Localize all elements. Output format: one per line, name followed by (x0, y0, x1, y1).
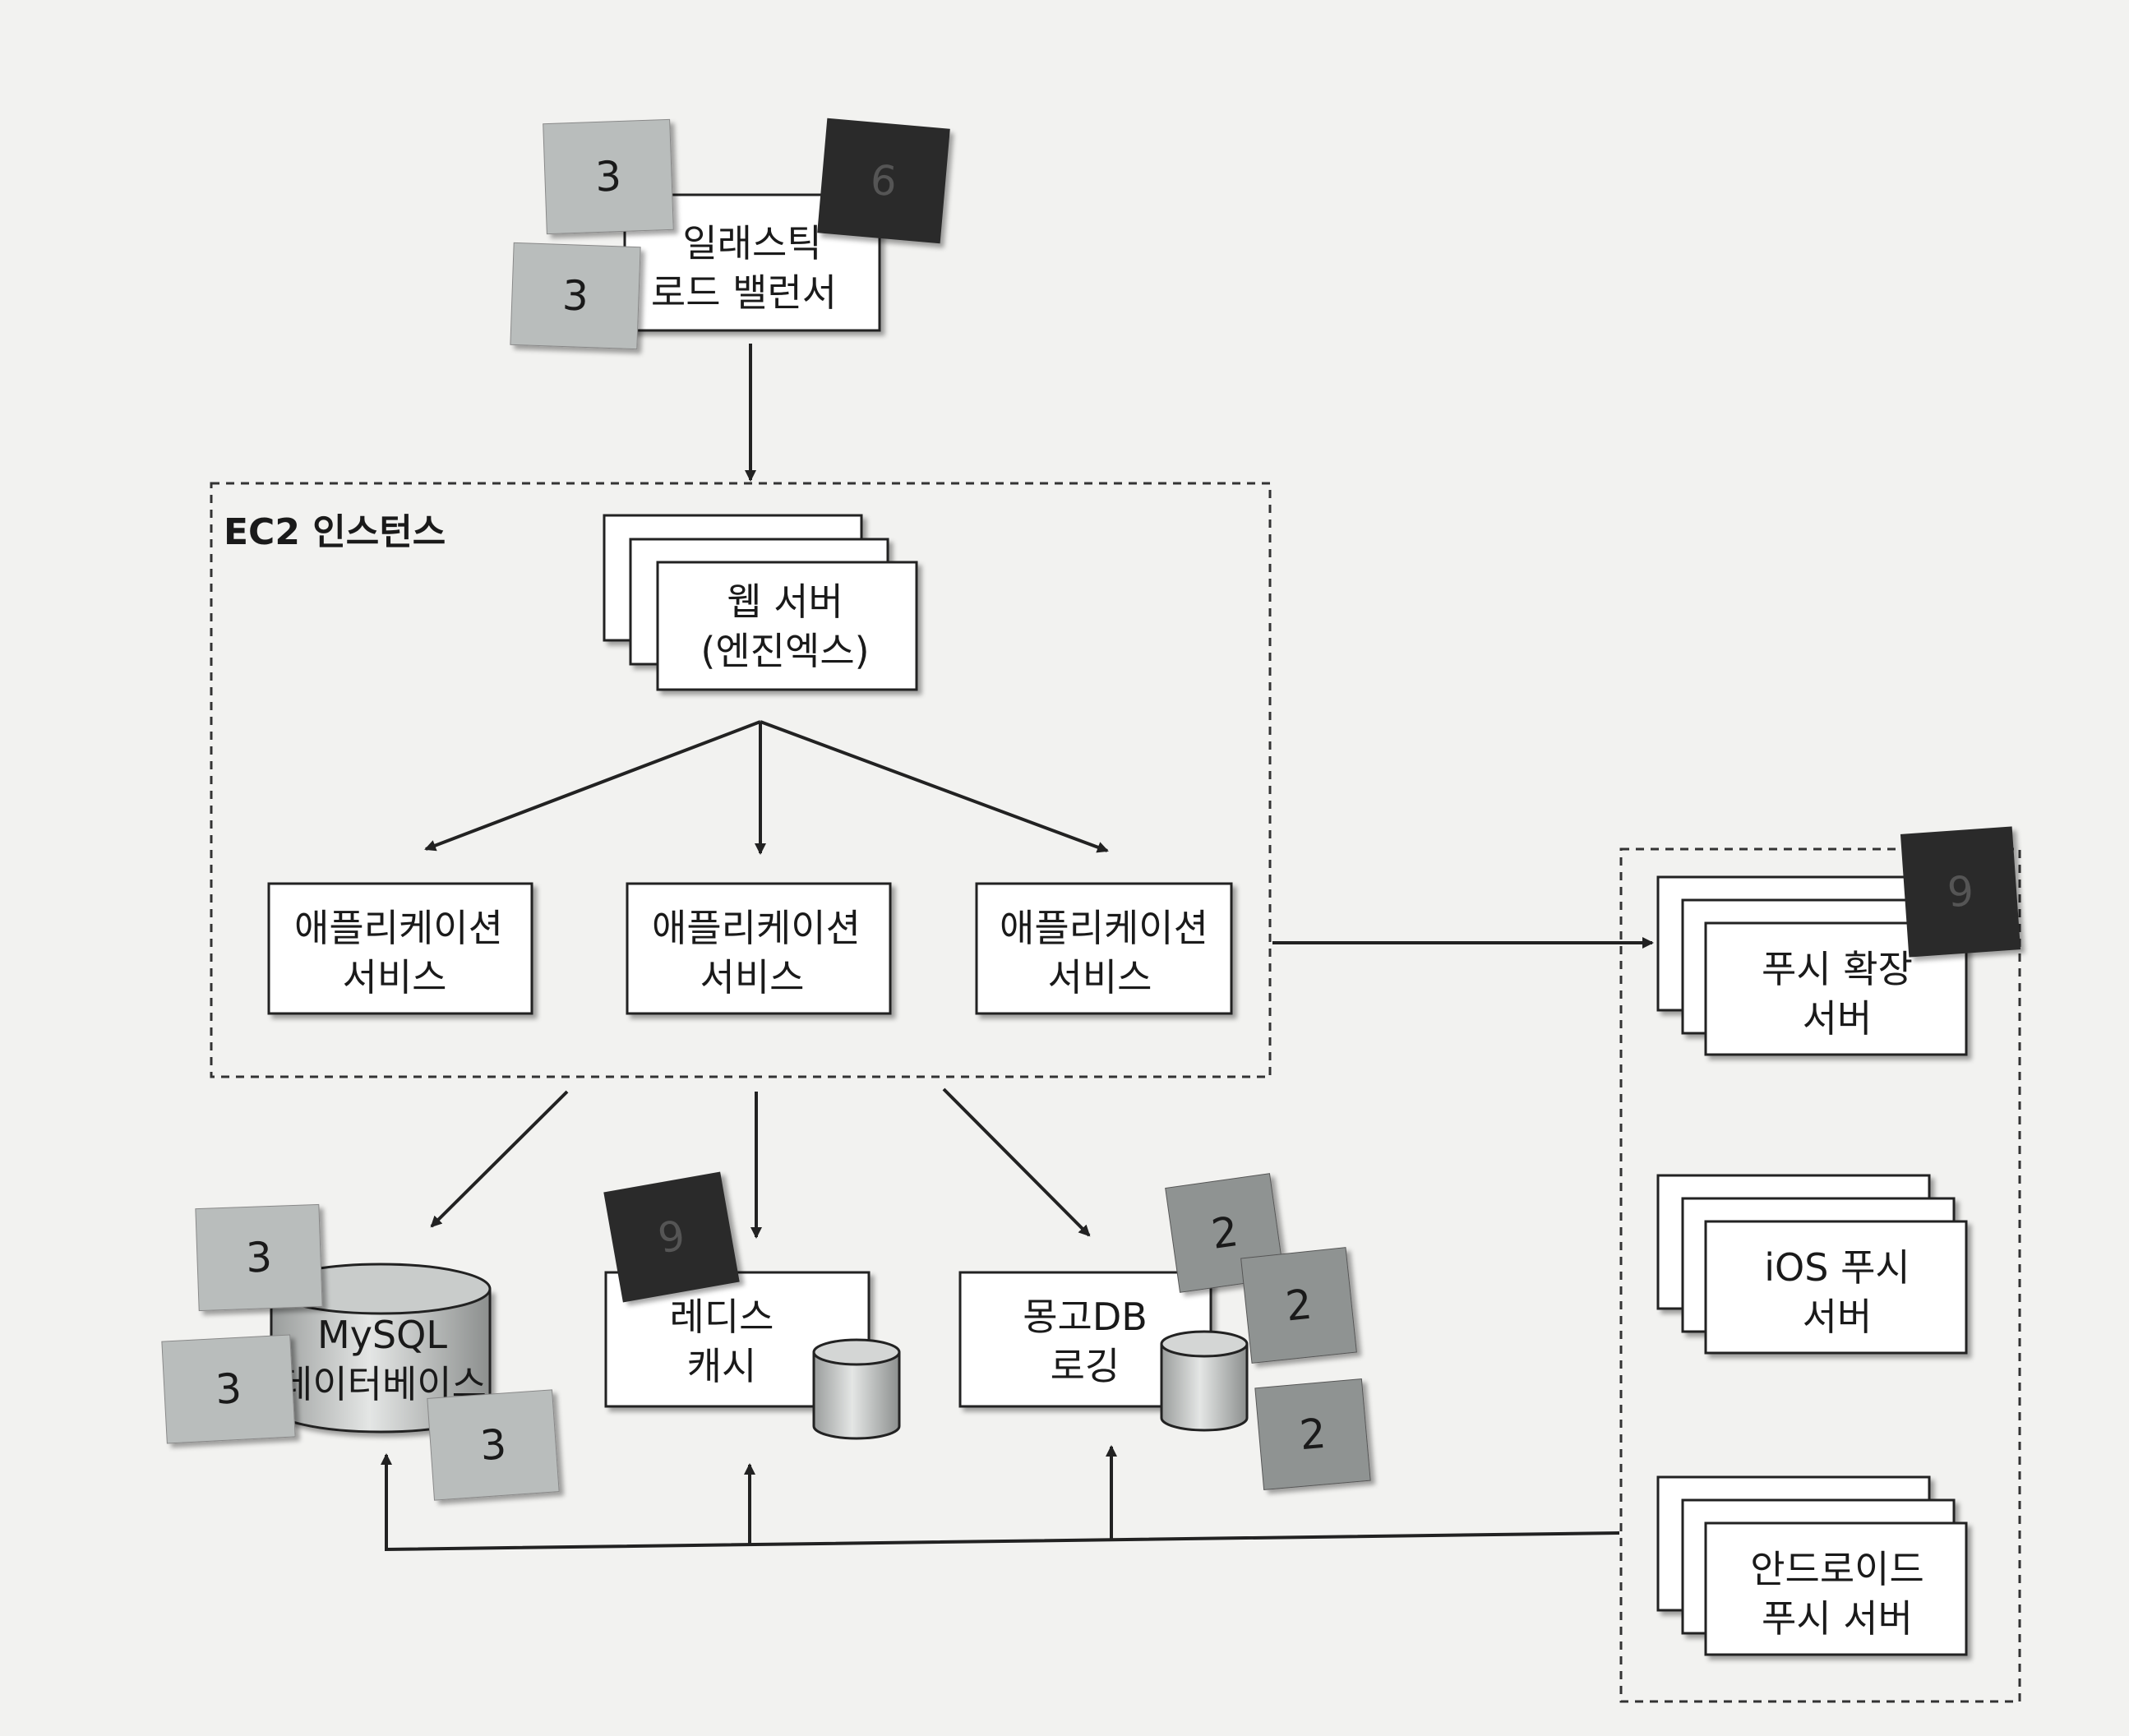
mongo-cylinder-icon (1160, 1344, 1249, 1432)
sticky-note-elb-c: 6 (817, 118, 950, 244)
push-server-group (1619, 847, 2021, 1703)
android-label-line2: 푸시 서버 (1762, 1596, 1913, 1641)
sticky-note-elb-b: 3 (510, 242, 641, 350)
connectors (381, 344, 1654, 1552)
elb-label-line1: 일래스틱 (682, 221, 821, 265)
app2-label-line1: 애플리케이션 (652, 906, 861, 950)
ios-label-line2: 서버 (1803, 1295, 1873, 1339)
note-mongo-c-text: 2 (1298, 1410, 1328, 1460)
ios-push-server-node: iOS 푸시 서버 (1656, 1174, 1968, 1355)
note-elb-a-text: 3 (594, 152, 622, 201)
web-server-node: 웹 서버 (엔진엑스) (603, 514, 918, 691)
sticky-note-mysql-a: 3 (195, 1203, 323, 1312)
app1-label-line1: 애플리케이션 (294, 906, 503, 950)
redis-label-line2: 캐시 (687, 1344, 757, 1388)
elb-label-line2: 로드 밸런서 (651, 270, 837, 315)
sticky-note-elb-a: 3 (543, 118, 674, 235)
sticky-note-redis: 9 (603, 1171, 740, 1303)
redis-label-line1: 레디스 (670, 1295, 774, 1339)
note-mongo-b-text: 2 (1283, 1280, 1314, 1330)
mongo-label-line1: 몽고DB (1023, 1295, 1148, 1339)
note-mysql-c-text: 3 (478, 1420, 508, 1470)
web-label-line1: 웹 서버 (727, 579, 843, 624)
sticky-note-mongo-c: 2 (1254, 1378, 1371, 1490)
arrow-web-to-app1 (424, 720, 761, 852)
sticky-note-push-ext: 9 (1900, 826, 2021, 958)
note-mysql-a-text: 3 (245, 1233, 273, 1281)
android-label-line1: 안드로이드 (1750, 1547, 1924, 1591)
ec2-group-label: EC2 인스턴스 (224, 511, 446, 553)
redis-cache-node: 레디스 캐시 (604, 1271, 901, 1440)
note-elb-c-text: 6 (869, 156, 899, 206)
app-service-1: 애플리케이션 서비스 (267, 882, 533, 1015)
arrow-ec2-to-mysql (430, 1090, 569, 1228)
app2-label-line2: 서비스 (700, 955, 805, 1000)
app-service-2: 애플리케이션 서비스 (626, 882, 892, 1015)
push-ext-label-line2: 서버 (1803, 996, 1873, 1041)
note-push-ext-text: 9 (1946, 867, 1975, 916)
arrow-ec2-to-mongo (942, 1087, 1091, 1237)
ios-label-line1: iOS 푸시 (1764, 1245, 1910, 1290)
push-extension-server-node: 푸시 확장 서버 (1656, 875, 1968, 1056)
android-push-server-node: 안드로이드 푸시 서버 (1656, 1475, 1968, 1656)
push-return-line (385, 1459, 1620, 1552)
web-label-line2: (엔진엑스) (700, 629, 869, 673)
mysql-label-line1: MySQL (317, 1313, 447, 1357)
app1-label-line2: 서비스 (343, 955, 447, 1000)
ec2-instance-group (210, 482, 1272, 1078)
redis-cylinder-icon (812, 1352, 901, 1440)
push-ext-label-line1: 푸시 확장 (1762, 947, 1913, 991)
sticky-note-mongo-b: 2 (1240, 1247, 1357, 1364)
note-elb-b-text: 3 (561, 271, 589, 320)
app-service-3: 애플리케이션 서비스 (975, 882, 1233, 1015)
arrow-web-to-app3 (760, 720, 1109, 853)
sticky-note-mysql-b: 3 (161, 1334, 296, 1444)
app3-label-line2: 서비스 (1048, 955, 1152, 1000)
mysql-database-node: MySQL 데이터베이스 (270, 1263, 492, 1434)
sticky-note-mysql-c: 3 (427, 1389, 560, 1501)
mongodb-logging-node: 몽고DB 로깅 (958, 1271, 1249, 1432)
note-mysql-b-text: 3 (215, 1364, 243, 1414)
app3-label-line1: 애플리케이션 (1000, 906, 1208, 950)
mongo-label-line2: 로깅 (1051, 1344, 1120, 1388)
